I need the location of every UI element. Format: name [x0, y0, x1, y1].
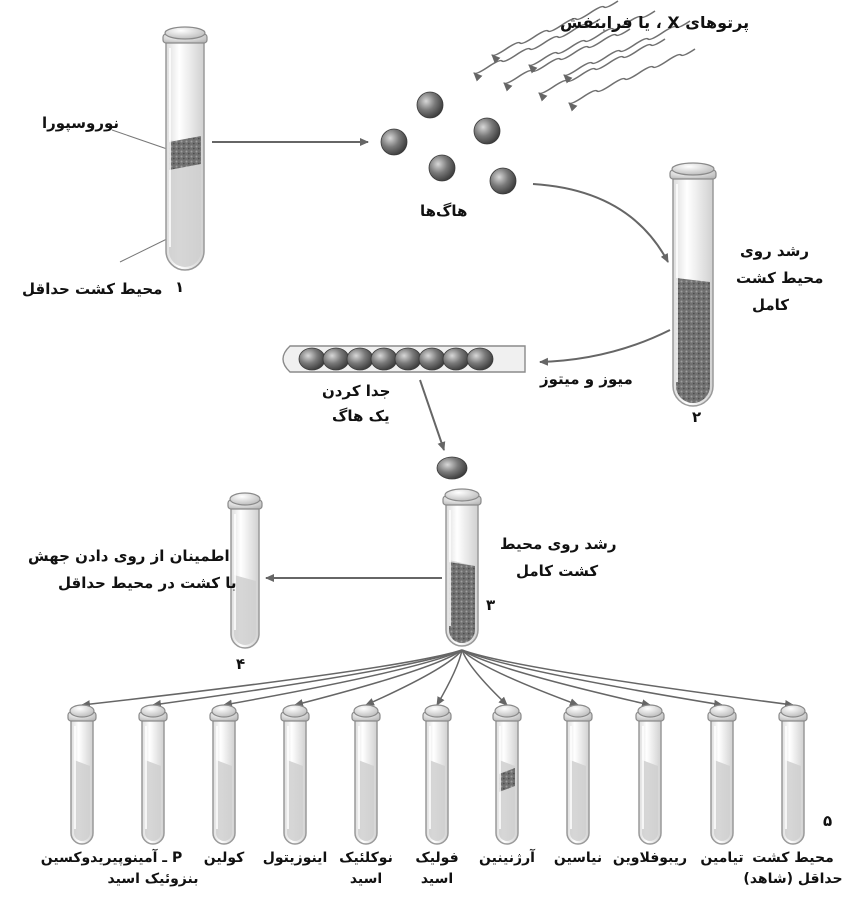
- tube-4-minimal: [228, 493, 262, 648]
- tube-2-complete: [670, 163, 716, 406]
- tube-cap-top: [425, 705, 449, 717]
- spore-3: [474, 118, 500, 144]
- tube-cap-top: [212, 705, 236, 717]
- ascospore-1: [299, 348, 325, 370]
- bottom-tube-label-11: پیریدوکسین: [32, 849, 132, 868]
- bottom-tube-8: [281, 705, 309, 844]
- growth-complete-label-line3: کامل: [752, 294, 789, 316]
- tube-1-neurospora: [163, 27, 207, 270]
- tube-cap-top: [283, 705, 307, 717]
- radiation-wave-4: [569, 49, 695, 103]
- neurospora-leader: [112, 130, 170, 150]
- fan-arrow-2: [462, 650, 722, 705]
- ascospore-3: [347, 348, 373, 370]
- tube-cap-top: [230, 493, 260, 505]
- isolate-spore-label-line1: جدا کردن: [322, 380, 390, 402]
- tube-cap-top: [638, 705, 662, 717]
- ascospore-5: [395, 348, 421, 370]
- growth-complete3-label-line2: کشت کامل: [516, 560, 598, 582]
- meiosis-mitosis-label: میوز و میتوز: [540, 368, 633, 390]
- tube-cap-top: [141, 705, 165, 717]
- bottom-tube-3: [636, 705, 664, 844]
- step-number-1: ۱: [175, 278, 184, 296]
- arrow-ascus-to-spore: [420, 380, 444, 450]
- spore-4: [429, 155, 455, 181]
- fan-arrow-1: [462, 650, 793, 705]
- spores-layer: [283, 92, 525, 479]
- bottom-tube-4: [564, 705, 592, 844]
- bottom-tube-5: [493, 705, 521, 844]
- step-number-2: ۲: [692, 408, 701, 426]
- bottom-tube-2: [708, 705, 736, 844]
- neurospora-label: نوروسپورا: [42, 112, 119, 134]
- tube-medium: [145, 760, 161, 841]
- tubes-layer: [68, 27, 807, 844]
- tube-medium: [287, 760, 303, 841]
- spore-1: [417, 92, 443, 118]
- tube-medium: [216, 760, 232, 841]
- tube-cap-top: [495, 705, 519, 717]
- bottom-tube-10: [139, 705, 167, 844]
- fungal-growth: [169, 136, 201, 170]
- ascospore-4: [371, 348, 397, 370]
- confirm-mutation-label-line2: با کشت در محیط حداقل: [58, 572, 236, 594]
- bottom-tube-11: [68, 705, 96, 844]
- tube-cap-top: [165, 27, 205, 39]
- radiation-wave-3: [539, 39, 665, 93]
- step-number-5: ۵: [823, 812, 832, 830]
- bottom-tube-7: [352, 705, 380, 844]
- growth-complete3-label-line1: رشد روی محیط: [500, 533, 616, 555]
- bottom-tube-6: [423, 705, 451, 844]
- spores-label: هاگ‌ها: [420, 200, 467, 222]
- tube-medium: [234, 575, 256, 645]
- tube-medium: [358, 760, 374, 841]
- tube-cap-top: [566, 705, 590, 717]
- bottom-tube-label-1-line2: حداقل (شاهد): [743, 870, 843, 889]
- tube-medium: [570, 760, 586, 841]
- radiation-label: پرتوهای X ، یا فرابنفش: [560, 12, 749, 34]
- tube-cap-top: [445, 489, 479, 501]
- bottom-tube-label-7-line2: اسید: [316, 870, 416, 889]
- ascospore-8: [467, 348, 493, 370]
- tube-medium: [429, 760, 445, 841]
- ascus: [283, 346, 525, 372]
- growth-complete-label-line2: محیط کشت: [736, 267, 823, 289]
- spore-5: [490, 168, 516, 194]
- fungal-growth: [449, 562, 475, 643]
- tube-cap-top: [781, 705, 805, 717]
- bottom-tube-9: [210, 705, 238, 844]
- step-number-3: ۳: [486, 596, 495, 614]
- isolated-spore: [437, 457, 467, 479]
- tube-cap-top: [710, 705, 734, 717]
- arrow-tube2-to-ascus: [540, 330, 670, 362]
- tube-cap-top: [70, 705, 94, 717]
- step-number-4: ۴: [236, 655, 245, 673]
- confirm-mutation-label-line1: اطمینان از روی دادن جهش: [28, 545, 230, 567]
- growth-complete-label-line1: رشد روی: [740, 240, 809, 262]
- tube-3-complete: [443, 489, 481, 646]
- tube-cap-top: [354, 705, 378, 717]
- bottom-tube-label-10-line2: بنزوئیک اسید: [103, 870, 203, 889]
- bottom-tube-1: [779, 705, 807, 844]
- isolate-spore-label-line2: یک هاگ: [332, 405, 390, 427]
- tube-medium: [785, 760, 801, 841]
- ascospore-2: [323, 348, 349, 370]
- tube-cap-top: [672, 163, 714, 175]
- tube-medium: [714, 760, 730, 841]
- arrow-spores-to-tube2: [533, 184, 668, 262]
- spore-2: [381, 129, 407, 155]
- fungal-growth: [676, 278, 710, 403]
- ascospore-6: [419, 348, 445, 370]
- tube-medium: [642, 760, 658, 841]
- tube-medium: [74, 760, 90, 841]
- ascospore-7: [443, 348, 469, 370]
- minimal-medium-label: محیط کشت حداقل: [22, 278, 162, 300]
